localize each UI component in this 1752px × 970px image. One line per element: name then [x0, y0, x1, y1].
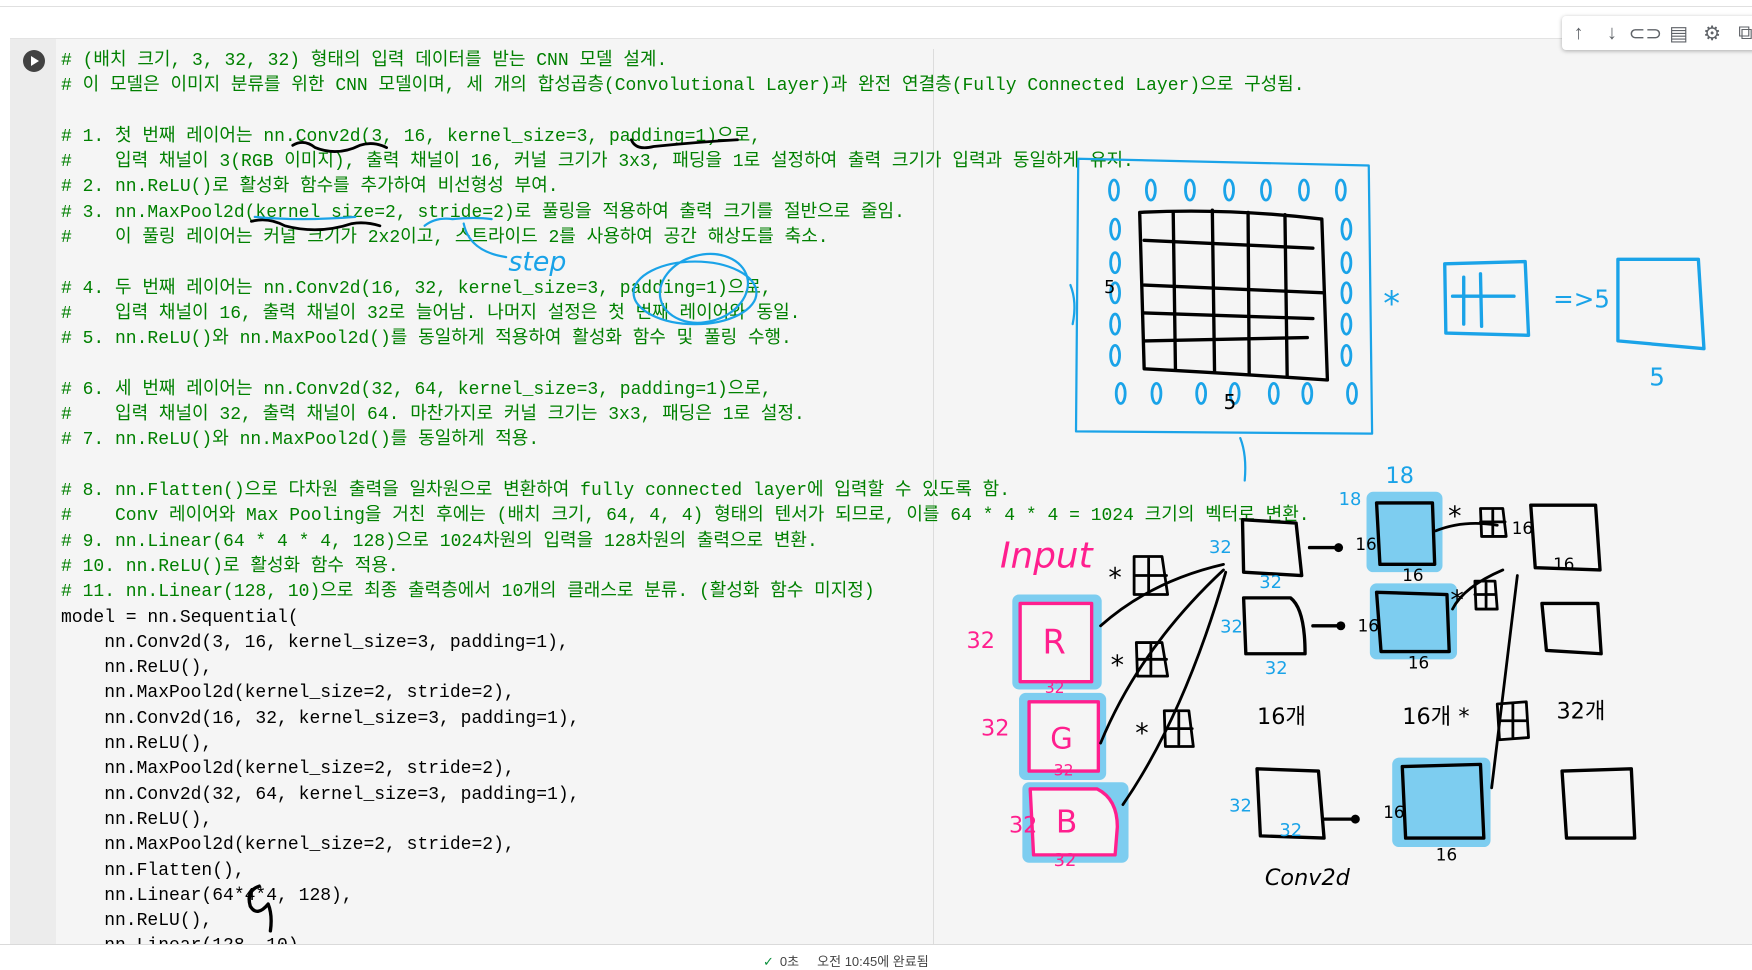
execution-status: ✓ 0초 오전 10:45에 완료됨: [763, 951, 929, 970]
code-comment-line: # 입력 채널이 32, 출력 채널이 64. 마찬가지로 커널 크기는 3x3…: [61, 405, 805, 426]
code-line: nn.Linear(64*4*4, 128),: [61, 885, 353, 906]
code-cell[interactable]: # (배치 크기, 3, 32, 32) 형태의 입력 데이터를 받는 CNN …: [10, 38, 1752, 956]
code-comment-line: # 1. 첫 번째 레이어는 nn.Conv2d(3, 16, kernel_s…: [61, 126, 761, 147]
code-comment-line: # 10. nn.ReLU()로 활성화 함수 적용.: [61, 556, 399, 577]
code-comment-line: # Conv 레이어와 Max Pooling을 거친 후에는 (배치 크기, …: [61, 506, 1310, 527]
code-line: nn.ReLU(),: [61, 734, 213, 755]
code-comment-line: # 11. nn.Linear(128, 10)으로 최종 출력층에서 10개의…: [61, 582, 875, 603]
code-comment-line: # 3. nn.MaxPool2d(kernel_size=2, stride=…: [61, 202, 905, 223]
code-comment-line: # 입력 채널이 16, 출력 채널이 32로 늘어남. 나머지 설정은 첫 번…: [61, 303, 801, 324]
check-icon: ✓: [763, 954, 774, 969]
code-comment-line: # 2. nn.ReLU()로 활성화 함수를 추가하여 비선형성 부여.: [61, 177, 559, 198]
code-line: nn.Conv2d(16, 32, kernel_size=3, padding…: [61, 708, 580, 729]
code-comment-line: # 4. 두 번째 레이어는 nn.Conv2d(16, 32, kernel_…: [61, 278, 772, 299]
code-comment-line: # 입력 채널이 3(RGB 이미지), 출력 채널이 16, 커널 크기가 3…: [61, 152, 1134, 173]
arrow-down-icon[interactable]: ↓: [1606, 21, 1617, 44]
code-line: nn.Conv2d(3, 16, kernel_size=3, padding=…: [61, 632, 569, 653]
code-line: nn.ReLU(),: [61, 658, 213, 679]
cell-gutter: [10, 39, 56, 944]
code-comment-line: # 9. nn.Linear(64 * 4 * 4, 128)으로 1024차원…: [61, 531, 818, 552]
code-comment-line: # 이 풀링 레이어는 커널 크기가 2x2이고, 스트라이드 2를 사용하여 …: [61, 228, 829, 249]
code-line: nn.Flatten(),: [61, 860, 245, 881]
code-comment-line: # 5. nn.ReLU()와 nn.MaxPool2d()를 동일하게 적용하…: [61, 329, 792, 350]
code-comment-line: # 7. nn.ReLU()와 nn.MaxPool2d()를 동일하게 적용.: [61, 430, 540, 451]
code-comment-line: # 6. 세 번째 레이어는 nn.Conv2d(32, 64, kernel_…: [61, 379, 772, 400]
code-comment-line: # (배치 크기, 3, 32, 32) 형태의 입력 데이터를 받는 CNN …: [61, 51, 668, 71]
mirror-cell-icon[interactable]: ⧉: [1738, 21, 1752, 44]
elapsed-time: 0초: [779, 954, 800, 969]
code-line: nn.ReLU(),: [61, 809, 213, 830]
gear-icon[interactable]: ⚙: [1703, 22, 1722, 45]
comment-icon[interactable]: ▤: [1669, 22, 1689, 45]
code-line: nn.ReLU(),: [61, 911, 213, 932]
code-editor[interactable]: # (배치 크기, 3, 32, 32) 형태의 입력 데이터를 받는 CNN …: [61, 49, 1310, 960]
code-comment-line: [61, 454, 1310, 479]
cell-toolbar: ↑ ↓ ⊂⊃ ▤ ⚙ ⧉: [1562, 16, 1752, 50]
link-icon[interactable]: ⊂⊃: [1628, 22, 1663, 45]
code-line: nn.MaxPool2d(kernel_size=2, stride=2),: [61, 683, 515, 704]
code-comment-line: [61, 353, 1310, 378]
code-line: nn.MaxPool2d(kernel_size=2, stride=2),: [61, 835, 515, 856]
code-comment-line: # 8. nn.Flatten()으로 다차원 출력을 일차원으로 변환하여 f…: [61, 481, 1011, 502]
status-bar: ✓ 0초 오전 10:45에 완료됨: [0, 944, 1752, 969]
code-comment-line: [61, 251, 1310, 276]
code-comment-line: # 이 모델은 이미지 분류를 위한 CNN 모델이며, 세 개의 합성곱층(C…: [61, 76, 1305, 97]
arrow-up-icon[interactable]: ↑: [1573, 21, 1584, 44]
code-line: nn.Conv2d(32, 64, kernel_size=3, padding…: [61, 784, 580, 805]
completed-time: 오전 10:45에 완료됨: [817, 954, 929, 969]
run-cell-button[interactable]: [23, 50, 45, 72]
ruler-line: [933, 49, 934, 944]
top-bar: [0, 0, 1752, 7]
code-line: nn.MaxPool2d(kernel_size=2, stride=2),: [61, 759, 515, 780]
code-comment-line: [61, 100, 1310, 125]
code-line: model = nn.Sequential(: [61, 607, 299, 628]
